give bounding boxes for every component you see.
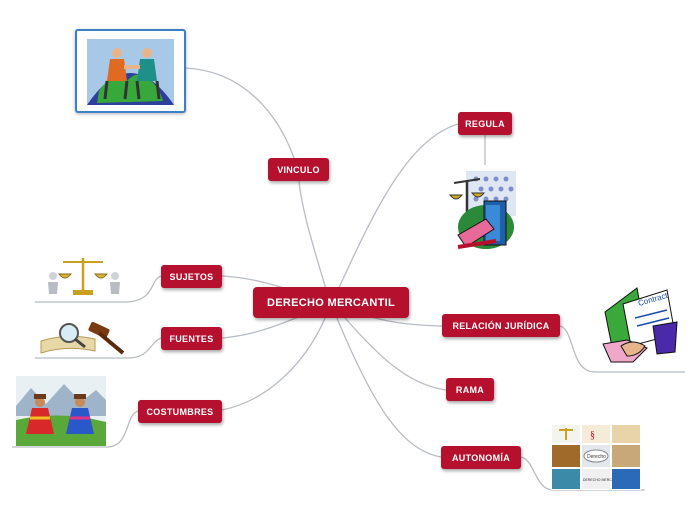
connector-relacion-image [559, 325, 685, 373]
node-rama[interactable]: RAMA [446, 378, 494, 401]
node-rama-label: RAMA [455, 384, 485, 395]
connector-costumbres [221, 305, 331, 411]
justice-scales-image[interactable] [446, 165, 518, 257]
gavel-magnifier-image[interactable] [37, 315, 128, 357]
node-vinculo[interactable]: VINCULO [268, 158, 329, 181]
node-fuentes-label: FUENTES [169, 333, 214, 344]
people-dancing-image[interactable] [16, 376, 106, 446]
node-regula[interactable]: REGULA [458, 112, 512, 135]
connector-vinculo-image [183, 67, 299, 171]
node-fuentes[interactable]: FUENTES [161, 327, 222, 350]
connector-fuentes-image [35, 337, 162, 359]
connector-sujetos-image [35, 275, 162, 303]
contract-handshake-image[interactable]: Contract [597, 282, 679, 368]
node-costumbres[interactable]: COSTUMBRES [138, 400, 222, 423]
node-regula-label: REGULA [465, 118, 505, 129]
node-autonomia-label: AUTONOMÍA [451, 452, 511, 463]
node-relacion-juridica-label: RELACIÓN JURÍDICA [452, 320, 550, 331]
connector-rama [333, 304, 447, 391]
collage-caption: DERECHO MERCANTIL [583, 478, 622, 482]
node-autonomia[interactable]: AUTONOMÍA [441, 446, 521, 469]
node-sujetos-label: SUJETOS [169, 271, 214, 282]
scales-figures-image[interactable] [39, 252, 128, 300]
connector-vinculo [297, 169, 331, 304]
connector-autonomia [331, 305, 442, 458]
node-vinculo-label: VINCULO [277, 164, 320, 175]
connector-regula [331, 123, 459, 304]
central-node-derecho-mercantil[interactable]: DERECHO MERCANTIL [253, 287, 409, 318]
node-costumbres-label: COSTUMBRES [146, 406, 214, 417]
central-node-label: DERECHO MERCANTIL [267, 296, 395, 309]
derecho-collage-image[interactable]: § Derecho DERECHO MERCANTIL [551, 424, 641, 490]
node-relacion-juridica[interactable]: RELACIÓN JURÍDICA [442, 314, 560, 337]
connector-costumbres-image [12, 410, 139, 448]
svg-text:§: § [590, 430, 595, 441]
handshake-globe-image[interactable] [75, 29, 186, 113]
collage-label: Derecho [587, 454, 606, 460]
node-sujetos[interactable]: SUJETOS [161, 265, 222, 288]
